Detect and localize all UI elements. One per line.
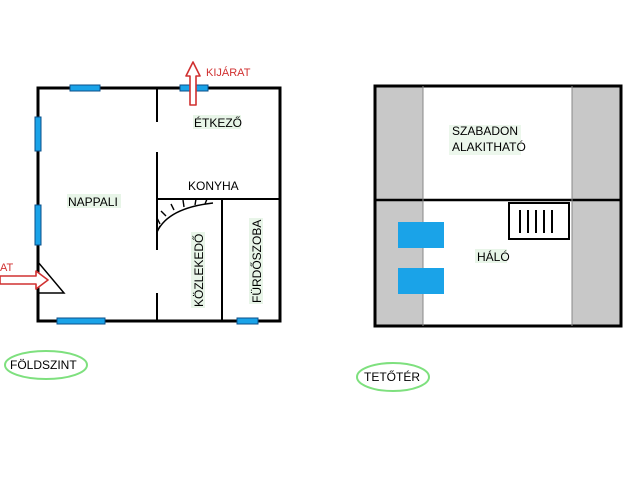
window-bottom-left — [56, 317, 106, 325]
room-label-kozlekedo: KÖZLEKEDŐ — [191, 234, 206, 307]
window-bottom-right — [236, 317, 259, 325]
room-label-etkezo: ÉTKEZŐ — [194, 115, 242, 130]
skylight-lower — [398, 268, 444, 294]
exit-label: KIJÁRAT — [206, 66, 251, 79]
staircase — [156, 198, 214, 233]
attic-outer-wall — [373, 84, 623, 328]
attic-side-zone-right — [572, 86, 621, 326]
window-top-left — [69, 84, 101, 92]
exit-arrow-icon — [185, 61, 201, 106]
room-label-konyha: KONYHA — [188, 179, 239, 193]
window-left-upper — [34, 116, 42, 152]
label-highlight-furdoszoba — [249, 218, 263, 304]
entrance-arrow-icon — [0, 270, 49, 290]
room-label-szabadon-line2: ALAKITHATÓ — [452, 139, 526, 154]
caption-tetoter: TETŐTÉR — [364, 369, 420, 384]
room-label-furdoszoba: FÜRDŐSZOBA — [249, 220, 264, 303]
label-highlight-szabadon — [449, 125, 521, 155]
entrance-label-partial: AT — [0, 262, 14, 274]
caption-foldszint: FÖLDSZINT — [10, 358, 77, 372]
ground-floor-plan: KIJÁRAT AT ÉTKEZŐ NAPPALI KONYHA KÖZLEKE… — [0, 61, 282, 380]
room-label-szabadon-line1: SZABADON — [452, 124, 518, 138]
label-highlight-etkezo — [193, 115, 241, 129]
caption-outline-tetoter — [356, 362, 430, 392]
attic-staircase — [508, 202, 570, 240]
label-highlight-nappali — [67, 194, 121, 208]
skylight-upper — [398, 222, 444, 248]
window-left-lower — [34, 204, 42, 246]
caption-outline-foldszint — [4, 350, 88, 380]
attic-plan: SZABADON ALAKITHATÓ HÁLÓ TETŐTÉR — [356, 84, 623, 392]
room-label-halo: HÁLÓ — [477, 249, 510, 264]
room-label-nappali: NAPPALI — [68, 195, 118, 209]
label-highlight-halo — [475, 249, 507, 263]
label-highlight-kozlekedo — [191, 232, 205, 308]
